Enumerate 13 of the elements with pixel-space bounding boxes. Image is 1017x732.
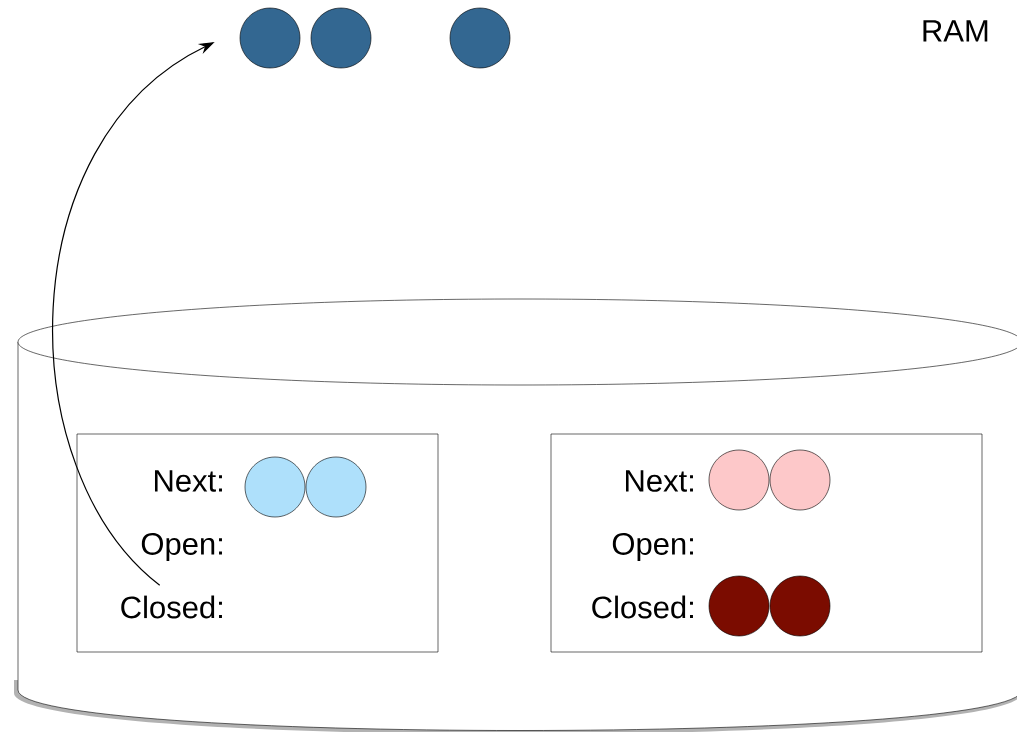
ball: [449, 7, 511, 69]
memory-label: RAM: [923, 20, 988, 42]
disk-cylinder: [14, 298, 1017, 732]
ball: [305, 456, 367, 518]
ball: [244, 456, 306, 518]
ball: [769, 449, 831, 511]
ball: [239, 7, 301, 69]
ball: [769, 575, 831, 637]
ball: [310, 7, 372, 69]
ball: [708, 449, 770, 511]
state-box: Next: Open: Closed:: [76, 433, 439, 653]
ball: [708, 575, 770, 637]
state-box: Next: Open: Closed:: [550, 433, 983, 653]
